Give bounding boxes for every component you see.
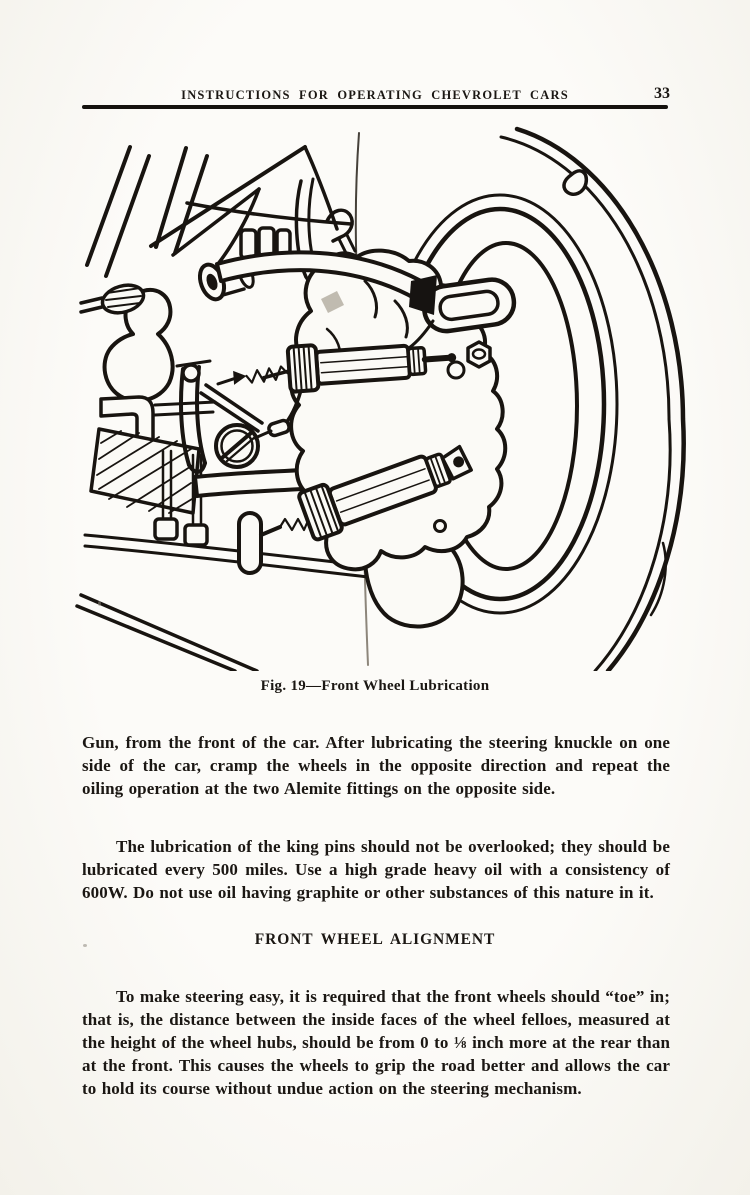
section-heading-front-wheel-alignment: FRONT WHEEL ALIGNMENT [254, 931, 496, 948]
plunger-spring [245, 365, 289, 384]
scan-smudge [321, 291, 344, 313]
scan-speck [83, 944, 87, 947]
knurled-collar [304, 486, 339, 538]
grease-gun-handle [407, 275, 517, 350]
running-header-title: INSTRUCTIONS FOR OPERATING CHEVROLET CAR… [181, 88, 569, 102]
chassis-frame-lines [85, 145, 353, 278]
page-number: 33 [654, 85, 670, 102]
paragraph-king-pins: The lubrication of the king pins should … [82, 837, 670, 902]
paragraph-toe-in: To make steering easy, it is required th… [82, 987, 670, 1098]
front-wheel-lubrication-drawing [75, 126, 686, 674]
t-handle [237, 511, 263, 575]
hex-bolt [466, 340, 492, 369]
lower-grease-gun [237, 444, 473, 575]
paragraph-lubrication-continued: Gun, from the front of the car. After lu… [82, 733, 670, 798]
plate-hole [433, 519, 447, 533]
plunger-spring [278, 517, 309, 532]
figure-caption: Fig. 19—Front Wheel Lubrication [260, 678, 490, 694]
shackle-bushings [239, 226, 292, 260]
oil-filler-cap [214, 418, 291, 469]
leaf-spring-assembly [89, 395, 217, 547]
header-rule [82, 105, 668, 109]
clevis-fork [175, 359, 264, 474]
knurled-collar [292, 346, 313, 391]
upper-grease-gun [216, 343, 457, 429]
scan-speck [98, 601, 101, 606]
horn-bulb [79, 283, 175, 403]
figure-illustration [65, 123, 690, 674]
drum-clip [562, 169, 589, 196]
